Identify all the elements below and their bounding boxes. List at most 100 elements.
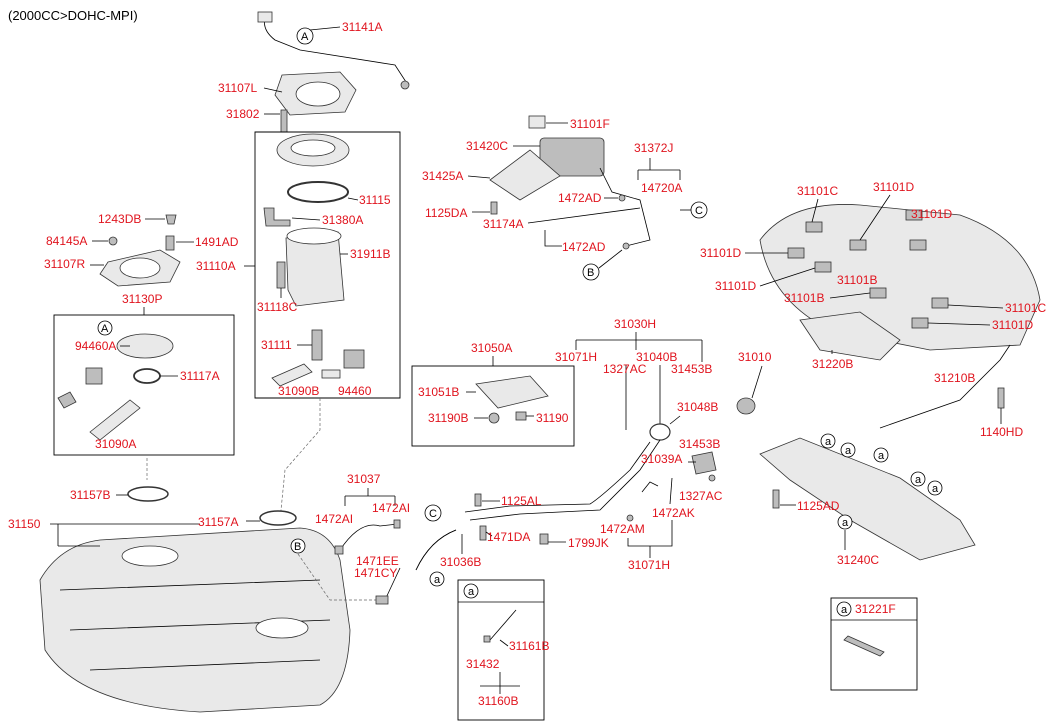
label-31221F[interactable]: 31221F bbox=[855, 602, 896, 616]
callout-C-canister: C bbox=[695, 205, 703, 217]
label-31157B[interactable]: 31157B bbox=[70, 488, 110, 502]
bolt-icon bbox=[280, 109, 288, 133]
label-31174A[interactable]: 31174A bbox=[483, 217, 523, 231]
callout-B-tank: B bbox=[294, 541, 301, 553]
label-31090A[interactable]: 31090A bbox=[95, 437, 136, 451]
label-31190[interactable]: 31190 bbox=[536, 411, 569, 425]
label-31101F[interactable]: 31101F bbox=[570, 117, 610, 131]
label-31161B[interactable]: 31161B bbox=[509, 639, 549, 653]
label-31101C[interactable]: 31101C bbox=[797, 184, 838, 198]
label-1125AL[interactable]: 1125AL bbox=[501, 494, 542, 508]
label-31110A[interactable]: 31110A bbox=[196, 259, 236, 273]
bolt-filler-icon bbox=[474, 493, 482, 507]
label-31030H[interactable]: 31030H bbox=[614, 317, 656, 331]
label-31101D-5[interactable]: 31101D bbox=[992, 318, 1033, 332]
label-31037[interactable]: 31037 bbox=[347, 472, 381, 486]
label-31107R[interactable]: 31107R bbox=[44, 257, 85, 271]
label-1799JK[interactable]: 1799JK bbox=[568, 536, 609, 550]
callout-a-4: a bbox=[915, 474, 922, 486]
engine-spec-title: (2000CC>DOHC-MPI) bbox=[8, 8, 138, 23]
label-31372J[interactable]: 31372J bbox=[634, 141, 673, 155]
label-1243DB[interactable]: 1243DB bbox=[98, 212, 141, 226]
label-31111[interactable]: 31111 bbox=[261, 338, 292, 352]
label-31048B[interactable]: 31048B bbox=[677, 400, 718, 414]
hinge-icon bbox=[488, 412, 500, 424]
screw-icon bbox=[165, 214, 177, 225]
label-1140HD[interactable]: 1140HD bbox=[980, 425, 1023, 439]
label-31101D-3[interactable]: 31101D bbox=[700, 246, 741, 260]
label-31101C-2[interactable]: 31101C bbox=[1005, 301, 1046, 315]
callout-A-circle bbox=[296, 27, 314, 45]
label-31380A[interactable]: 31380A bbox=[322, 213, 363, 227]
label-31432[interactable]: 31432 bbox=[466, 657, 500, 671]
label-84145A[interactable]: 84145A bbox=[46, 234, 87, 248]
label-94460[interactable]: 94460 bbox=[338, 384, 372, 398]
label-1125DA[interactable]: 1125DA bbox=[425, 206, 467, 220]
label-1125AD[interactable]: 1125AD bbox=[797, 499, 840, 513]
strainer-icon bbox=[271, 363, 313, 387]
fuel-cap-icon bbox=[736, 397, 756, 415]
label-31101D-4[interactable]: 31101D bbox=[715, 279, 756, 293]
label-31911B[interactable]: 31911B bbox=[350, 247, 390, 261]
label-1472AI-1[interactable]: 1472AI bbox=[315, 512, 353, 526]
label-31050A[interactable]: 31050A bbox=[471, 341, 512, 355]
label-31117A[interactable]: 31117A bbox=[180, 369, 220, 383]
callout-a-5: a bbox=[932, 483, 939, 495]
label-1472AD-2[interactable]: 1472AD bbox=[562, 240, 606, 254]
label-31220B[interactable]: 31220B bbox=[812, 357, 853, 371]
label-14720A[interactable]: 14720A bbox=[641, 181, 682, 195]
label-31802[interactable]: 31802 bbox=[226, 107, 260, 121]
label-31190B[interactable]: 31190B bbox=[428, 411, 468, 425]
label-31425A[interactable]: 31425A bbox=[422, 169, 463, 183]
label-1472AD-1[interactable]: 1472AD bbox=[558, 191, 602, 205]
label-31101D-1[interactable]: 31101D bbox=[873, 180, 914, 194]
label-1471DA[interactable]: 1471DA bbox=[487, 530, 530, 544]
label-31420C[interactable]: 31420C bbox=[466, 139, 508, 153]
label-31160B[interactable]: 31160B bbox=[478, 694, 518, 708]
label-31141A[interactable]: 31141A bbox=[342, 20, 382, 34]
label-1472AM[interactable]: 1472AM bbox=[600, 522, 645, 536]
fuel-filter-icon bbox=[263, 207, 291, 227]
label-31090B[interactable]: 31090B bbox=[278, 384, 319, 398]
label-1472AK[interactable]: 1472AK bbox=[652, 506, 695, 520]
label-31453B-2[interactable]: 31453B bbox=[679, 437, 720, 451]
callout-a-box1: a bbox=[468, 586, 475, 598]
callout-B-canister: B bbox=[587, 267, 594, 279]
fuel-tank-group: 31157B 31150 31157A B bbox=[8, 486, 380, 713]
label-31040B[interactable]: 31040B bbox=[636, 350, 677, 364]
gasket-ring-icon bbox=[287, 181, 349, 203]
heat-protector-icon bbox=[759, 204, 1041, 351]
label-31150[interactable]: 31150 bbox=[8, 517, 41, 531]
label-1471CY[interactable]: 1471CY bbox=[354, 566, 397, 580]
label-1327AC-1[interactable]: 1327AC bbox=[603, 362, 647, 376]
label-31453B-1[interactable]: 31453B bbox=[671, 362, 712, 376]
label-31130P[interactable]: 31130P bbox=[122, 292, 162, 306]
label-31118C[interactable]: 31118C bbox=[257, 300, 298, 314]
label-31107L[interactable]: 31107L bbox=[218, 81, 257, 95]
callout-box-a2: a 31221F bbox=[830, 597, 918, 691]
label-1327AC-2[interactable]: 1327AC bbox=[679, 489, 723, 503]
band-group: 31210B 1140HD bbox=[879, 344, 1023, 439]
label-31101B-2[interactable]: 31101B bbox=[784, 291, 824, 305]
label-31036B[interactable]: 31036B bbox=[440, 555, 481, 569]
callout-A-text: A bbox=[301, 31, 309, 43]
callout-C-filler: C bbox=[429, 508, 437, 520]
label-94460A[interactable]: 94460A bbox=[75, 339, 116, 353]
hose-connector-icon bbox=[257, 11, 273, 23]
label-1491AD[interactable]: 1491AD bbox=[195, 235, 239, 249]
label-31157A[interactable]: 31157A bbox=[198, 515, 238, 529]
label-31101B-1[interactable]: 31101B bbox=[837, 273, 877, 287]
label-31240C[interactable]: 31240C bbox=[837, 553, 879, 567]
label-31051B[interactable]: 31051B bbox=[418, 385, 459, 399]
label-1471EE[interactable]: 1471EE bbox=[356, 554, 399, 568]
label-31010[interactable]: 31010 bbox=[738, 350, 772, 364]
label-31071H-2[interactable]: 31071H bbox=[628, 558, 670, 572]
label-31039A[interactable]: 31039A bbox=[641, 452, 682, 466]
label-31101D-2[interactable]: 31101D bbox=[911, 207, 952, 221]
canister-group: 31101F 31420C 31372J 14720A 31425A 1472A… bbox=[422, 115, 708, 281]
label-31071H-1[interactable]: 31071H bbox=[555, 350, 597, 364]
label-31115[interactable]: 31115 bbox=[359, 193, 391, 207]
label-31210B[interactable]: 31210B bbox=[934, 371, 975, 385]
label-1472AI-2[interactable]: 1472AI bbox=[372, 501, 410, 515]
